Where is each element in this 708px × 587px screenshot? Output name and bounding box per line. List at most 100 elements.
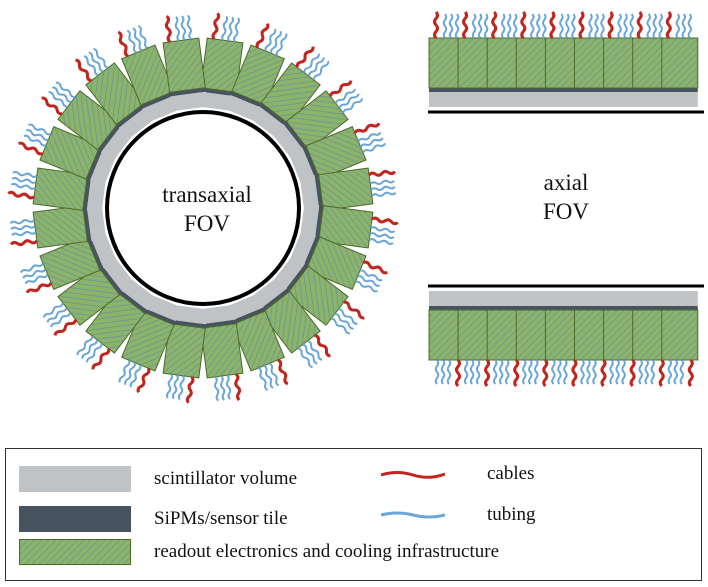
tubing-line — [609, 359, 614, 385]
tubing-line — [302, 343, 318, 365]
legend-label-tubing: tubing — [487, 504, 536, 525]
tubing-line — [600, 13, 605, 39]
ring-module — [249, 46, 330, 140]
tubing-line — [658, 13, 663, 39]
tubing-line — [330, 317, 351, 335]
sipm-tile — [574, 306, 611, 310]
tubing-line — [551, 359, 556, 385]
transaxial-fov-circle — [105, 110, 301, 306]
cable-line — [25, 282, 53, 294]
tubing-line — [303, 53, 320, 73]
tubing-line — [357, 131, 382, 142]
tubing-line — [76, 335, 94, 356]
tubing-line — [9, 219, 35, 225]
scintillator-block — [458, 291, 495, 306]
sipm-tile — [169, 319, 206, 329]
cable-line — [314, 333, 331, 358]
tubing-line — [371, 191, 397, 197]
readout-electronics-block — [661, 37, 699, 89]
tubing-line — [615, 359, 620, 385]
cable-line — [578, 10, 585, 40]
tubing-line — [24, 274, 49, 285]
tubing-line — [177, 375, 185, 401]
tubing-line — [186, 14, 192, 40]
readout-electronics-block — [121, 44, 175, 106]
tubing-line — [530, 13, 535, 39]
cable-line — [353, 122, 381, 134]
tubing-line — [338, 93, 360, 109]
scintillator-block — [661, 92, 698, 107]
tubing-line — [557, 359, 562, 385]
cable-line — [462, 10, 469, 40]
ring-module — [224, 293, 289, 392]
tubing-line — [675, 13, 681, 39]
tubing-line — [28, 123, 51, 136]
sipm-tile — [661, 88, 698, 92]
sipm-tile — [116, 102, 148, 128]
tubing-line — [483, 13, 489, 39]
cable-line — [53, 319, 78, 336]
tubing-line — [542, 13, 547, 39]
ring-module — [288, 122, 387, 187]
cable-line — [542, 358, 549, 388]
tubing-line — [357, 275, 381, 287]
sipm-tile — [487, 306, 524, 310]
tubing-line-sample — [381, 511, 445, 519]
tubing-line — [477, 13, 483, 39]
tubing-line — [559, 13, 564, 39]
sipm-tile — [429, 88, 465, 92]
cable-line — [687, 358, 694, 388]
sipm-tile — [429, 306, 465, 310]
cable-line — [367, 169, 397, 177]
cable-line — [455, 358, 461, 388]
sipm-tile — [516, 88, 553, 92]
tubing-line — [440, 359, 446, 385]
tubing-line — [275, 33, 288, 56]
scintillator-swatch — [19, 466, 131, 492]
tubing-line — [369, 179, 395, 186]
scintillator-block — [429, 92, 465, 107]
readout-electronics-block — [661, 309, 699, 361]
tubing-line — [307, 339, 323, 361]
cable-line — [9, 239, 39, 247]
sipm-tile — [574, 88, 611, 92]
scintillator-block — [458, 92, 495, 107]
tubing-line — [308, 57, 325, 77]
sipm-tile — [200, 87, 237, 97]
tubing-line — [434, 359, 440, 385]
readout-electronics-block — [85, 62, 146, 126]
scintillator-block — [661, 291, 698, 306]
axial-top-module — [661, 10, 699, 107]
tubing-line — [334, 313, 354, 330]
detector-diagram: transaxial FOV axial FOV — [7, 10, 704, 404]
tubing-line — [442, 13, 448, 39]
readout-electronics-block — [285, 265, 349, 326]
ring-module — [117, 24, 182, 123]
readout-electronics-block — [200, 323, 244, 379]
scintillator-block — [170, 91, 208, 112]
sipm-tile — [458, 88, 495, 92]
tubing-line — [270, 30, 282, 54]
transaxial-fov-label-line1: transaxial — [162, 182, 251, 207]
tubing-line — [12, 171, 38, 178]
axial-fov-label-line2: FOV — [543, 199, 589, 224]
tubing-line — [55, 81, 76, 99]
cable-line — [629, 358, 636, 388]
tubing-line — [180, 15, 186, 41]
tubing-line — [588, 13, 593, 39]
tubing-line — [93, 47, 109, 69]
cable-line — [665, 10, 672, 40]
tubing-line — [463, 359, 469, 385]
tubing-line — [534, 359, 539, 385]
cable-line — [636, 10, 643, 40]
tubing-line — [667, 359, 673, 385]
tubing-line — [475, 359, 481, 385]
cable-line — [343, 300, 365, 320]
cable-line — [433, 10, 439, 40]
transaxial-ring-modules — [7, 12, 399, 404]
sipm-tile — [169, 87, 206, 97]
scintillator-block — [545, 92, 582, 107]
ring-module — [198, 304, 244, 402]
sipm-tile — [97, 121, 123, 153]
readout-electronics-block — [285, 90, 349, 151]
